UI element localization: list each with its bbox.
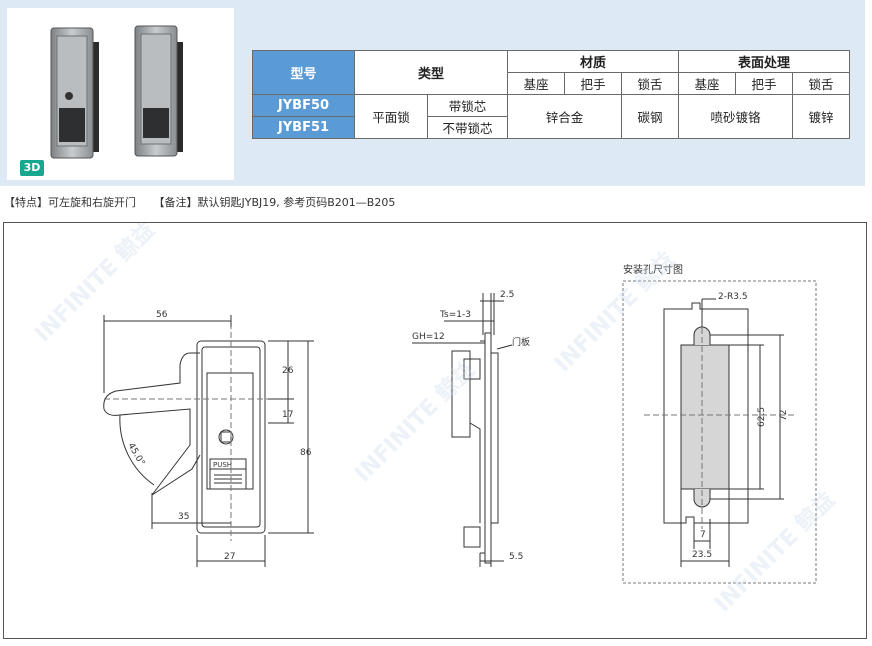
dim-72: 72 [779, 410, 789, 421]
notes-line: 【特点】可左旋和右旋开门 【备注】默认钥匙JYBJ19, 参考页码B201—B2… [4, 194, 409, 210]
surface-tongue-cell: 镀锌 [792, 94, 850, 139]
model-cell: JYBF50 [252, 94, 355, 117]
spec-table: 型号 类型 材质 表面处理 基座 把手 锁舌 基座 把手 锁舌 JYBF50 平… [252, 50, 850, 139]
features-note: 【特点】可左旋和右旋开门 [4, 196, 136, 209]
ts-label: Ts=1-3 [439, 310, 471, 320]
dim-56: 56 [156, 310, 168, 320]
dim-26: 26 [282, 366, 294, 376]
dim-2-5: 2.5 [500, 290, 514, 300]
front-view [103, 315, 314, 567]
radius-label: 2-R3.5 [718, 292, 748, 302]
watermark: INFINITE 鲸益 [30, 223, 160, 347]
watermark: INFINITE 鲸益 [350, 357, 480, 487]
material-header: 材质 [507, 50, 679, 73]
side-view [412, 293, 513, 567]
dim-23-5: 23.5 [692, 550, 712, 560]
remarks-note: 【备注】默认钥匙JYBJ19, 参考页码B201—B205 [153, 196, 396, 209]
product-photo-illustration [50, 25, 183, 159]
surface-header: 表面处理 [678, 50, 850, 73]
type-variant-cell: 带锁芯 [427, 94, 508, 117]
watermark: INFINITE 鲸益 [550, 247, 680, 377]
dim-27: 27 [224, 552, 235, 562]
dim-5-5: 5.5 [509, 552, 523, 562]
gh-label: GH=12 [412, 332, 445, 342]
material-tongue-cell: 碳钢 [621, 94, 679, 139]
sub-header: 基座 [507, 72, 565, 95]
sub-header: 锁舌 [792, 72, 850, 95]
sub-header: 把手 [735, 72, 793, 95]
product-photo: 3D [7, 8, 234, 180]
dim-86: 86 [300, 448, 312, 458]
material-cell: 锌合金 [507, 94, 622, 139]
technical-drawing: 56 26 17 86 35 27 45.0° PUSH 2.5 Ts=1-3 … [30, 217, 840, 617]
cutout-title: 安装孔尺寸图 [623, 263, 683, 276]
type-header: 类型 [354, 50, 508, 95]
sub-header: 基座 [678, 72, 736, 95]
push-label: PUSH [213, 461, 232, 469]
model-header: 型号 [252, 50, 355, 95]
surface-cell: 喷砂镀铬 [678, 94, 793, 139]
type-main-cell: 平面锁 [354, 94, 428, 139]
dim-62-5: 62.5 [757, 407, 767, 427]
drawing-frame: 56 26 17 86 35 27 45.0° PUSH 2.5 Ts=1-3 … [3, 217, 867, 639]
model-cell: JYBF51 [252, 116, 355, 139]
sub-header: 把手 [564, 72, 622, 95]
type-variant-cell: 不带锁芯 [427, 116, 508, 139]
dim-35: 35 [178, 512, 189, 522]
cutout-view [622, 280, 817, 584]
dim-17: 17 [282, 410, 293, 420]
door-panel-label: 门板 [512, 336, 530, 348]
sub-header: 锁舌 [621, 72, 679, 95]
dim-7: 7 [700, 530, 706, 540]
3d-badge[interactable]: 3D [20, 160, 44, 176]
